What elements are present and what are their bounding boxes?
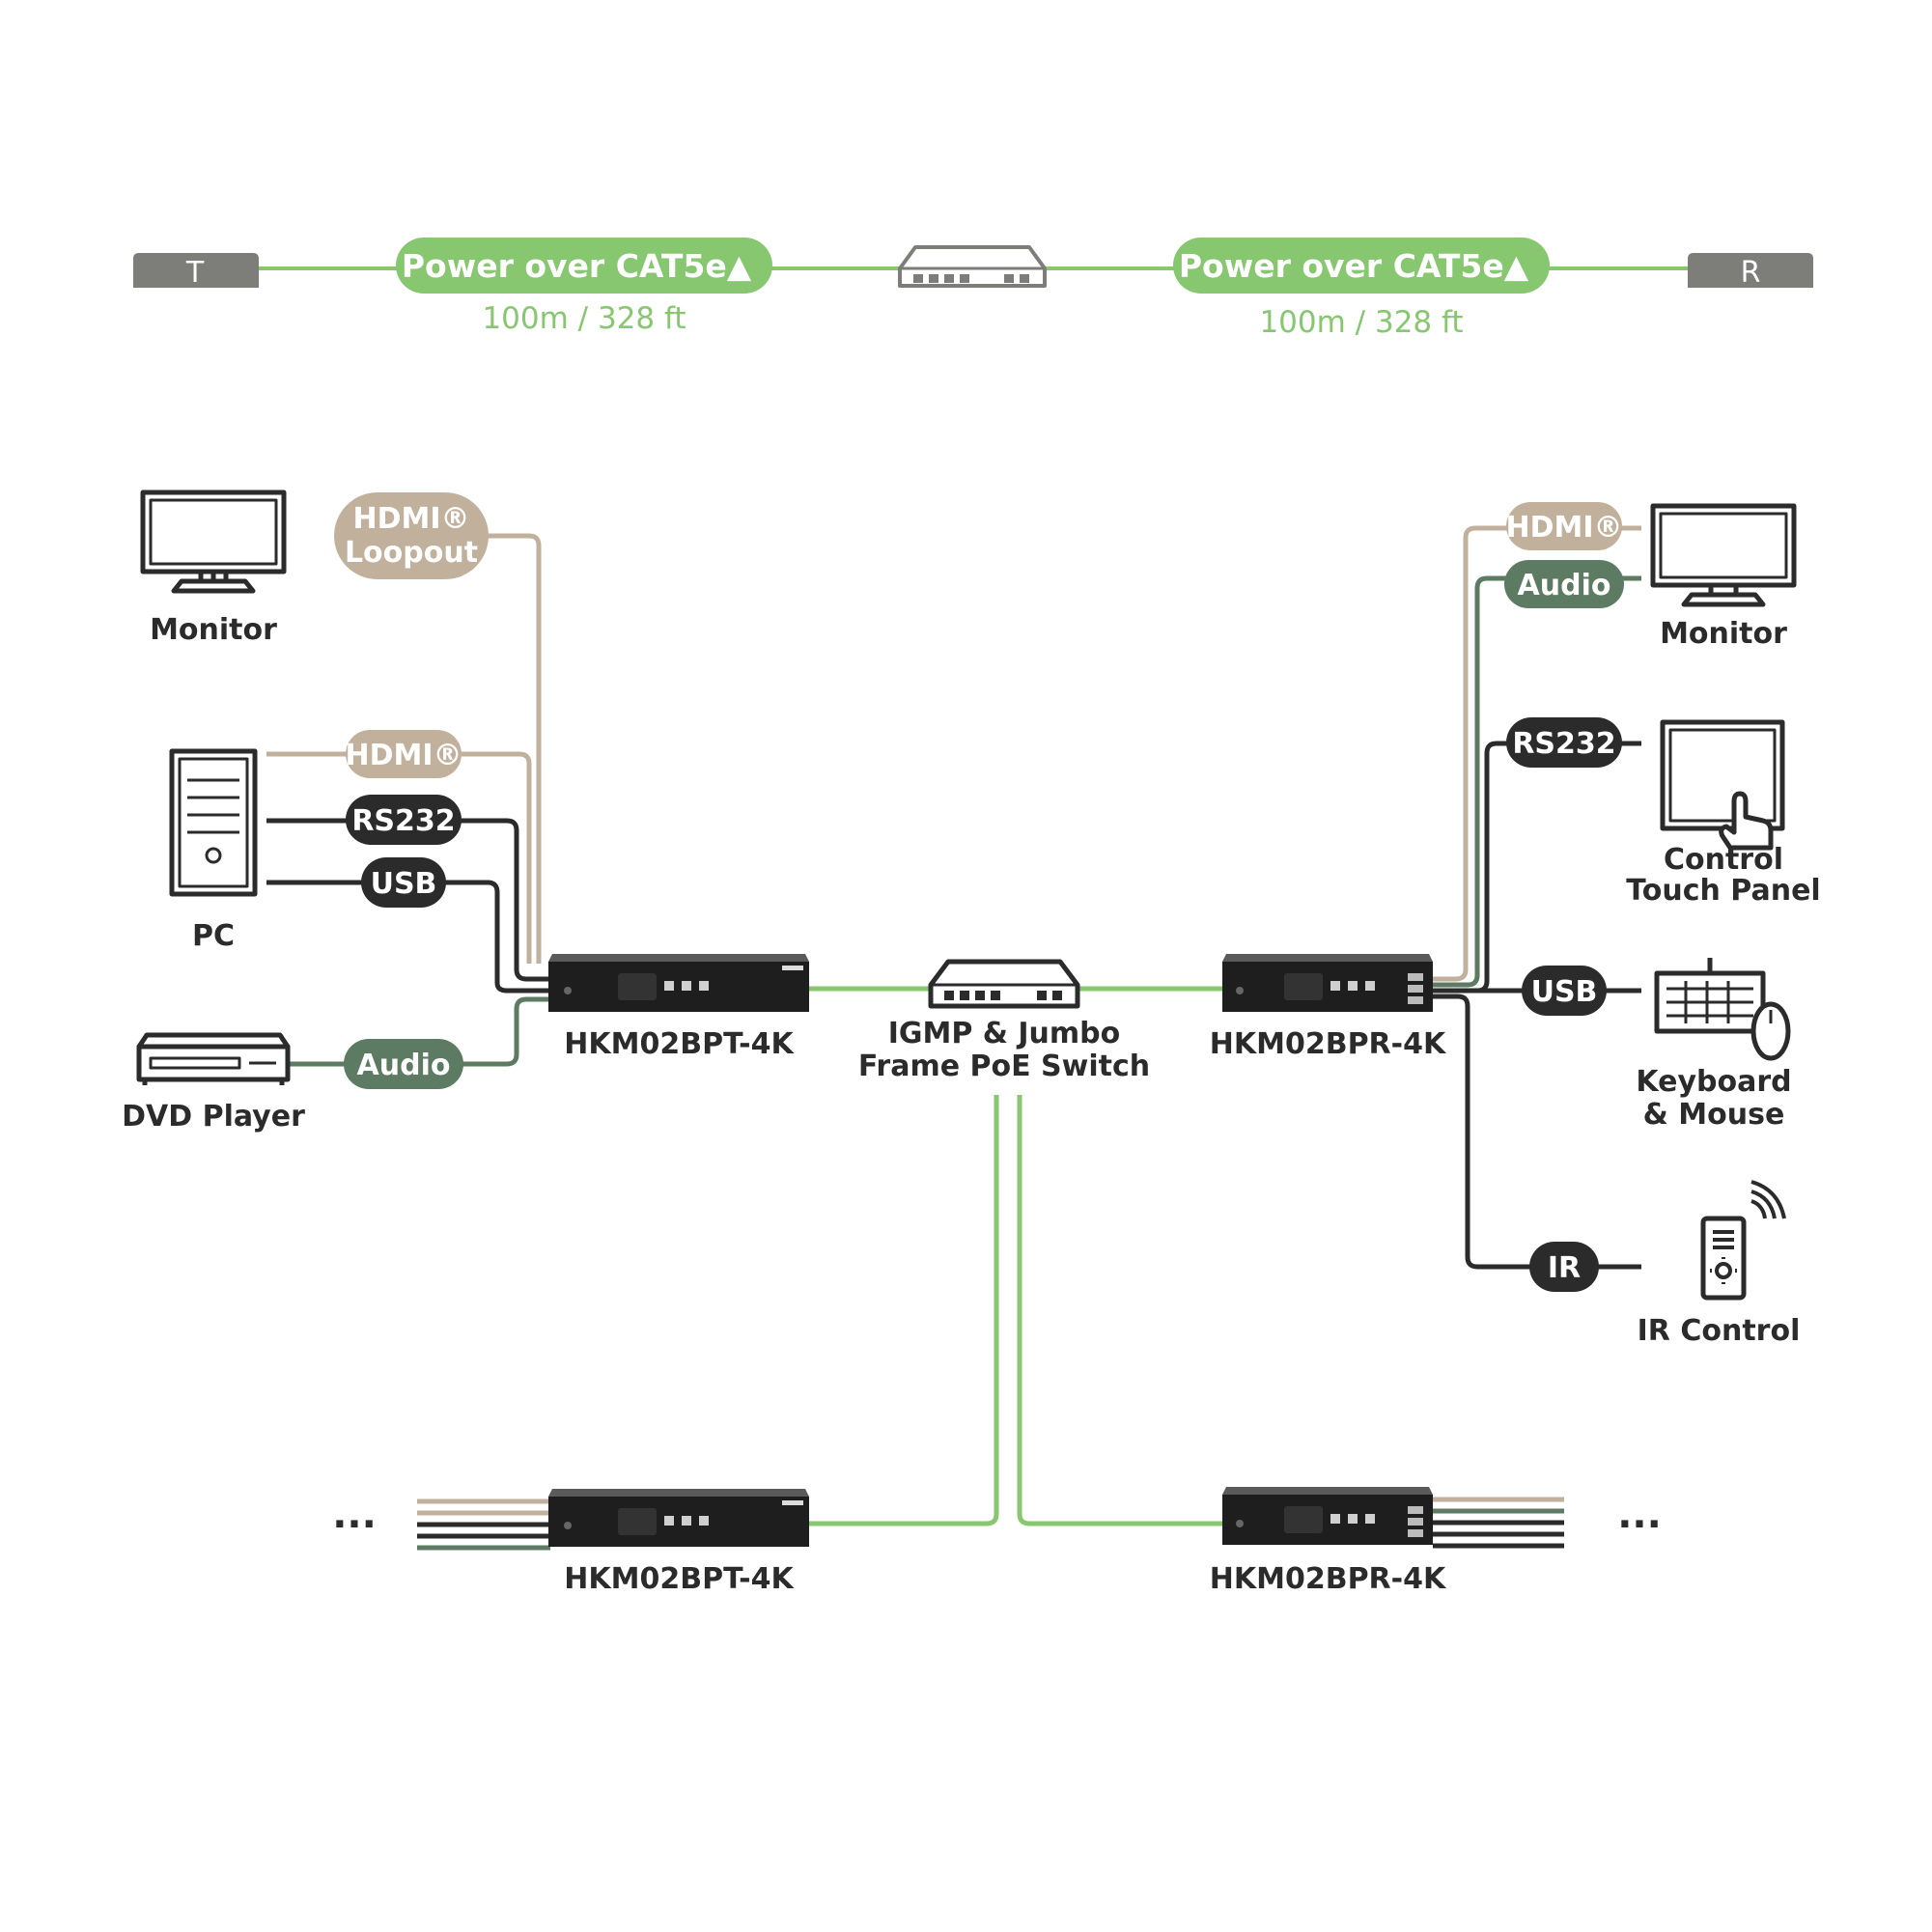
monitor-left-label: Monitor	[150, 613, 277, 647]
rx-unit-bottom	[1222, 1487, 1433, 1545]
rs232-pill: RS232	[346, 795, 462, 845]
audio-out-cable	[1433, 575, 1641, 988]
poe-pill-left-label: Power over CAT5e▲	[402, 247, 752, 285]
switch-label-2: Frame PoE Switch	[858, 1050, 1150, 1083]
audio-out-label: Audio	[1518, 569, 1611, 602]
dvd-player-label: DVD Player	[122, 1100, 305, 1134]
right-cables	[1433, 525, 1641, 1270]
usb-pill: USB	[361, 857, 446, 908]
tx-unit-main	[548, 954, 809, 1012]
audio-cable	[290, 996, 550, 1067]
ir-cable	[1433, 994, 1641, 1270]
audio-out-pill: Audio	[1504, 560, 1624, 608]
bottom-right-stubs	[1433, 1497, 1564, 1549]
ir-remote-icon	[1700, 1180, 1786, 1301]
switch-to-rx2-cable	[1017, 1095, 1222, 1526]
touch-panel-icon	[1660, 719, 1785, 851]
hdmi-loopout-pill: HDMI® Loopout	[334, 492, 489, 579]
touch-panel-label-1: Control	[1664, 843, 1783, 877]
ellipsis-right: ...	[1617, 1493, 1662, 1537]
t-end-label: T	[185, 256, 205, 290]
hdmi-loopout-cable	[485, 533, 542, 964]
touch-panel-label-2: Touch Panel	[1626, 874, 1820, 908]
tx-unit-bottom-label: HKM02BPT-4K	[564, 1562, 795, 1596]
hdmi-in-cable	[266, 751, 532, 964]
monitor-right-icon	[1650, 503, 1797, 607]
ir-label: IR	[1548, 1251, 1581, 1285]
ellipsis-left: ...	[332, 1493, 377, 1537]
usb-cable	[266, 880, 550, 994]
pc-icon	[169, 748, 258, 897]
dvd-player-icon	[136, 1032, 291, 1085]
usb-out-pill: USB	[1522, 966, 1607, 1016]
network-cables	[809, 986, 1222, 1526]
audio-pill: Audio	[344, 1039, 463, 1089]
switch-label-1: IGMP & Jumbo	[888, 1017, 1121, 1050]
keyboard-label-1: Keyboard	[1636, 1065, 1791, 1099]
t-end-block: T	[133, 253, 259, 290]
hdmi-in-pill: HDMI®	[345, 730, 462, 778]
hdmi-in-label: HDMI®	[345, 739, 462, 772]
rs232-label: RS232	[351, 804, 455, 838]
poe-pill-right-label: Power over CAT5e▲	[1179, 247, 1529, 285]
distance-left-label: 100m / 328 ft	[482, 301, 686, 336]
tx-unit-bottom	[548, 1489, 809, 1547]
ir-control-label: IR Control	[1638, 1314, 1801, 1348]
hdmi-out-pill: HDMI®	[1505, 502, 1623, 550]
monitor-left-icon	[140, 490, 287, 594]
usb-label: USB	[371, 867, 437, 901]
pc-label: PC	[192, 919, 235, 953]
switch-icon-top	[898, 245, 1047, 288]
r-end-label: R	[1741, 256, 1761, 290]
rx-unit-main-label: HKM02BPR-4K	[1210, 1027, 1447, 1061]
switch-icon-main	[928, 959, 1080, 1009]
rs232-out-pill: RS232	[1506, 717, 1622, 768]
usb-out-label: USB	[1531, 975, 1598, 1009]
hdmi-loopout-label-1: HDMI®	[352, 502, 469, 536]
switch-to-tx2-cable	[809, 1095, 999, 1526]
tx-unit-main-label: HKM02BPT-4K	[564, 1027, 795, 1061]
hdmi-out-label: HDMI®	[1505, 511, 1622, 545]
left-cables	[266, 533, 550, 1067]
monitor-right-label: Monitor	[1660, 617, 1787, 651]
hdmi-loopout-label-2: Loopout	[345, 536, 478, 570]
rx-unit-main	[1222, 954, 1433, 1012]
audio-label: Audio	[357, 1049, 451, 1082]
keyboard-mouse-icon	[1654, 958, 1791, 1061]
rs232-out-label: RS232	[1512, 727, 1615, 761]
keyboard-label-2: & Mouse	[1643, 1098, 1785, 1132]
ir-pill: IR	[1529, 1242, 1599, 1292]
rx-unit-bottom-label: HKM02BPR-4K	[1210, 1562, 1447, 1596]
top-strip: T R Power over CAT5e▲ 100m / 328 ft Powe…	[133, 238, 1813, 340]
bottom-left-stubs	[417, 1498, 550, 1551]
poe-pill-right: Power over CAT5e▲	[1173, 238, 1550, 294]
poe-pill-left: Power over CAT5e▲	[396, 238, 772, 294]
hdmi-out-cable	[1433, 525, 1641, 982]
rs232-cable	[266, 818, 550, 982]
distance-right-label: 100m / 328 ft	[1259, 305, 1463, 340]
r-end-block: R	[1688, 253, 1813, 290]
